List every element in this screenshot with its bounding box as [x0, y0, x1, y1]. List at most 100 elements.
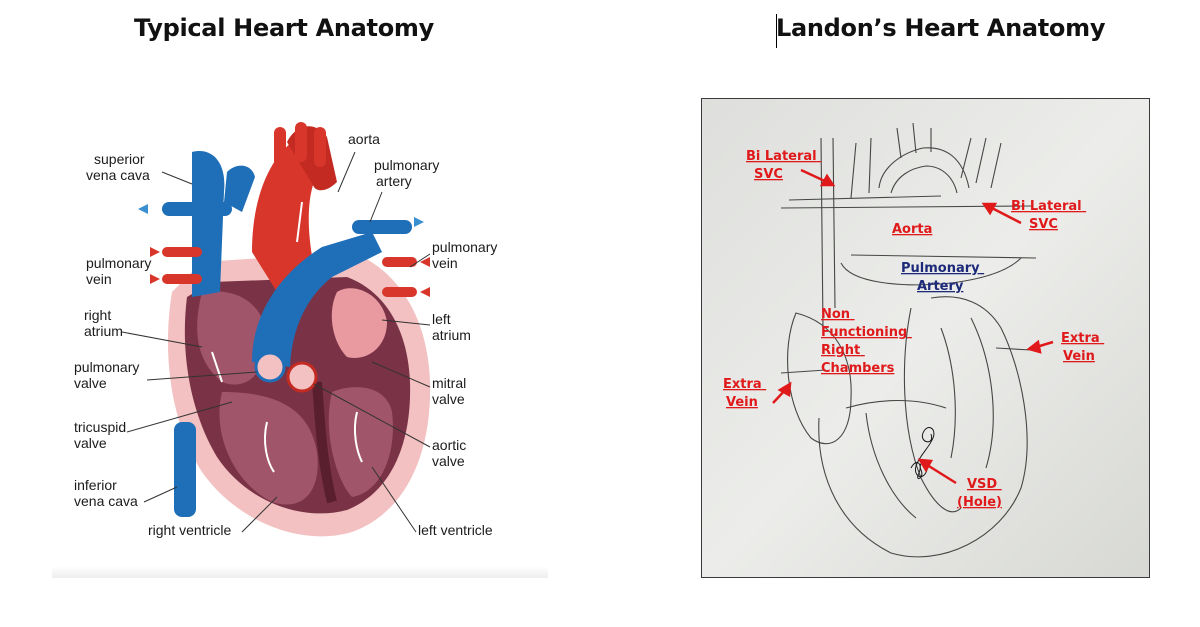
typical-heart-svg: superior vena cava aorta pulmonary arter…: [74, 122, 501, 538]
leader-left-ventricle: [371, 466, 417, 533]
svc-branch: [224, 165, 255, 212]
label-left-ventricle: left ventricle: [418, 522, 493, 538]
sketch-vein-left: [780, 369, 827, 374]
sketch-aorta-branch-2: [912, 122, 917, 154]
left-atrium-chamber: [331, 288, 387, 358]
sketch-svc-left-3: [850, 142, 857, 199]
label-bilateral-svc-right: Bi Lateral SVC: [1011, 199, 1086, 232]
label-aorta: Aorta: [892, 222, 932, 237]
label-inferior-vena-cava: inferior vena cava: [74, 477, 138, 509]
label-pulmonary-valve: pulmonary valve: [74, 359, 143, 391]
label-pulmonary-vein-left: pulmonary vein: [86, 255, 155, 287]
label-pulmonary-artery: Pulmonary Artery: [901, 261, 984, 294]
sketch-svc-right-1: [960, 137, 972, 179]
sketch-right-chamber: [787, 312, 852, 445]
pulmonary-artery-branch-right: [352, 220, 412, 234]
label-mitral-valve: mitral valve: [432, 375, 470, 407]
label-pulmonary-artery: pulmonary artery: [374, 157, 443, 189]
aorta-branch-2: [295, 122, 307, 162]
leader-aorta: [337, 151, 356, 193]
pulmonary-valve: [254, 351, 286, 383]
aorta-vessel: [252, 132, 314, 292]
label-right-ventricle: right ventricle: [148, 522, 231, 538]
pulmonary-artery-branch-left: [162, 202, 232, 216]
landon-heart-sketch: Bi Lateral SVC Bi Lateral SVC Aorta Pulm…: [700, 97, 1151, 579]
leader-right-atrium: [121, 331, 203, 348]
sketch-aorta-2: [890, 165, 958, 194]
leader-pulmonary-vein-right: [409, 253, 431, 268]
leader-mitral-valve: [371, 361, 431, 388]
leader-tricuspid-valve: [126, 401, 233, 433]
right-title: Landon’s Heart Anatomy: [776, 14, 1106, 42]
pulmonary-vein-right-2: [382, 287, 417, 297]
label-vsd: VSD (Hole): [957, 477, 1002, 510]
label-non-functioning-right-chambers: Non Functioning Right Chambers: [821, 307, 912, 376]
leader-svc: [161, 171, 193, 185]
arrow-in-left-2: [150, 274, 160, 284]
typical-heart-diagram: superior vena cava aorta pulmonary arter…: [52, 92, 548, 578]
sketch-inner-3: [970, 317, 994, 469]
landon-heart-svg: Bi Lateral SVC Bi Lateral SVC Aorta Pulm…: [700, 97, 1151, 579]
sketch-pulmonary-line: [850, 254, 1037, 259]
right-ventricle-chamber: [219, 392, 318, 505]
leader-ivc: [143, 486, 178, 503]
arrow-in-right-1: [420, 257, 430, 267]
pulmonary-artery-vessel: [252, 232, 382, 367]
sketch-aorta-branch-1: [896, 127, 902, 159]
sketch-svc-left-1: [820, 137, 824, 329]
arrow-in-left-1: [150, 247, 160, 257]
sketch-svc-right-2: [975, 137, 987, 184]
label-right-atrium: right atrium: [84, 307, 123, 339]
sketch-svc-left-2: [832, 137, 836, 309]
sketch-aorta-1: [878, 147, 970, 189]
label-aortic-valve: aortic valve: [432, 437, 470, 469]
panel-shadow: [52, 566, 548, 578]
leader-left-atrium: [381, 319, 431, 326]
pulmonary-vein-left-2: [162, 274, 202, 284]
leader-pulmonary-valve: [146, 371, 258, 381]
sketch-svc-left-4: [868, 137, 872, 194]
label-bilateral-svc-left: Bi Lateral SVC: [746, 149, 821, 182]
label-tricuspid-valve: tricuspid valve: [74, 419, 130, 451]
sketch-vein-right: [995, 347, 1032, 351]
arrow-svc-left-head: [819, 173, 836, 187]
sketch-inner-2: [940, 327, 956, 459]
label-aorta: aorta: [348, 131, 380, 147]
arrow-extra-vein-left-head: [777, 381, 792, 398]
arrow-vsd-head: [917, 458, 934, 473]
sketch-inner-1: [903, 307, 962, 513]
leader-right-ventricle: [241, 496, 278, 533]
sketch-cross-2: [788, 195, 942, 201]
text-cursor: [776, 14, 777, 48]
sketch-mid-line: [845, 400, 947, 409]
label-pulmonary-vein-right: pulmonary vein: [432, 239, 501, 271]
aorta-branch-1: [274, 127, 286, 167]
pulmonary-vein-left-1: [162, 247, 202, 257]
flow-arrow-4: [296, 201, 303, 243]
septum: [312, 381, 337, 504]
sketch-svc-right-3: [990, 142, 1002, 189]
paper-background: [701, 98, 1150, 578]
sketch-pa-1: [840, 257, 1022, 286]
flow-arrow-2: [264, 421, 275, 473]
inferior-vena-cava-vessel: [174, 422, 196, 517]
arrow-extra-vein-right-head: [1026, 339, 1042, 354]
sketch-heart-outline: [818, 296, 1028, 558]
label-superior-vena-cava: superior vena cava: [86, 151, 150, 183]
left-title: Typical Heart Anatomy: [134, 14, 434, 42]
vsd-scribble: [910, 427, 935, 480]
arrow-in-right-2: [420, 287, 430, 297]
flow-arrow-3: [353, 411, 363, 463]
aortic-valve: [286, 361, 318, 393]
flow-arrow-1: [211, 351, 223, 383]
leader-aortic-valve: [313, 383, 431, 448]
sketch-lower-1: [865, 412, 917, 519]
label-extra-vein-left: Extra Vein: [723, 377, 766, 410]
left-ventricle-chamber: [328, 387, 393, 497]
arrow-out-left: [138, 204, 148, 214]
label-left-atrium: left atrium: [432, 311, 471, 343]
arrow-svc-right-head: [981, 202, 998, 216]
aorta-branch-3: [314, 127, 326, 167]
pulmonary-vein-right-1: [382, 257, 417, 267]
leader-pulmonary-artery: [369, 191, 383, 223]
